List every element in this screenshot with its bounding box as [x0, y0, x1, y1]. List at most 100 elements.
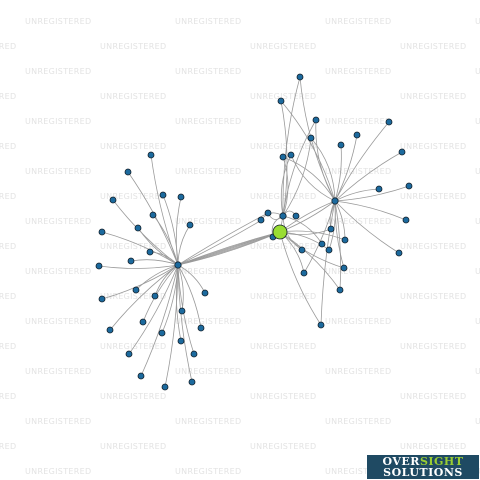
- graph-node: [279, 153, 287, 161]
- watermark-text: UNREGISTERED: [250, 42, 316, 51]
- watermark-text: UNREGISTERED: [25, 367, 91, 376]
- graph-node: [109, 196, 117, 204]
- graph-edge: [164, 264, 179, 388]
- graph-node: [159, 191, 167, 199]
- graph-node: [161, 383, 169, 391]
- graph-node: [201, 289, 209, 297]
- watermark-text: UNREGISTERED: [400, 242, 466, 251]
- graph-edge: [334, 144, 342, 202]
- graph-edge: [177, 264, 193, 383]
- graph-node: [296, 73, 304, 81]
- watermark-text: UNREGISTERED: [100, 292, 166, 301]
- graph-node: [151, 292, 159, 300]
- graph-node: [327, 225, 335, 233]
- watermark-text: UNREGISTERED: [0, 342, 16, 351]
- watermark-text: UNREGISTERED: [400, 142, 466, 151]
- graph-edge: [334, 185, 410, 202]
- graph-edge: [282, 215, 323, 245]
- watermark-text: UNREGISTERED: [100, 342, 166, 351]
- graph-node: [98, 228, 106, 236]
- graph-edge: [98, 264, 179, 269]
- graph-edge: [150, 154, 179, 266]
- graph-node: [317, 321, 325, 329]
- graph-edge: [279, 231, 322, 326]
- watermark-text: UNREGISTERED: [400, 192, 466, 201]
- graph-edge: [334, 200, 345, 269]
- watermark-text: UNREGISTERED: [25, 17, 91, 26]
- graph-node: [398, 148, 406, 156]
- watermark-text: UNREGISTERED: [475, 167, 480, 176]
- watermark-text: UNREGISTERED: [400, 342, 466, 351]
- graph-edge: [137, 227, 179, 266]
- hub-node: [174, 261, 182, 269]
- watermark-text: UNREGISTERED: [100, 42, 166, 51]
- watermark-text: UNREGISTERED: [175, 267, 241, 276]
- watermark-text: UNREGISTERED: [250, 242, 316, 251]
- watermark-text: UNREGISTERED: [0, 292, 16, 301]
- graph-edge: [282, 156, 336, 202]
- hub-node: [279, 212, 287, 220]
- watermark-text: UNREGISTERED: [325, 117, 391, 126]
- graph-node: [127, 257, 135, 265]
- watermark-text: UNREGISTERED: [400, 442, 466, 451]
- watermark-text: UNREGISTERED: [175, 117, 241, 126]
- graph-edge: [334, 121, 390, 202]
- watermark-text: UNREGISTERED: [325, 467, 391, 476]
- watermark-text: UNREGISTERED: [175, 17, 241, 26]
- graph-edge: [101, 264, 179, 300]
- graph-edge: [140, 264, 179, 377]
- graph-node: [277, 97, 285, 105]
- graph-node: [124, 168, 132, 176]
- graph-edge: [130, 259, 179, 266]
- graph-node: [188, 378, 196, 386]
- watermark-text: UNREGISTERED: [325, 317, 391, 326]
- watermark-text: UNREGISTERED: [25, 217, 91, 226]
- watermark-text: UNREGISTERED: [400, 292, 466, 301]
- graph-edge: [334, 134, 358, 202]
- watermark-text: UNREGISTERED: [475, 17, 480, 26]
- graph-node: [287, 151, 295, 159]
- graph-node: [158, 329, 166, 337]
- graph-node: [340, 264, 348, 272]
- watermark-text: UNREGISTERED: [0, 242, 16, 251]
- logo-part-over: OVER: [382, 455, 420, 468]
- watermark-text: UNREGISTERED: [25, 267, 91, 276]
- logo-part-solutions: SOLUTIONS: [383, 466, 463, 479]
- graph-edge: [128, 264, 179, 355]
- graph-node: [134, 224, 142, 232]
- graph-node: [177, 193, 185, 201]
- graph-node: [298, 246, 306, 254]
- graph-edge: [282, 119, 317, 217]
- graph-edge: [334, 188, 380, 202]
- watermark-text: UNREGISTERED: [25, 117, 91, 126]
- graph-node: [264, 209, 272, 217]
- graph-node: [312, 116, 320, 124]
- watermark-text: UNREGISTERED: [250, 142, 316, 151]
- watermark-text: UNREGISTERED: [400, 42, 466, 51]
- graph-node: [147, 151, 155, 159]
- graph-node: [177, 337, 185, 345]
- graph-edge: [175, 196, 182, 266]
- watermark-text: UNREGISTERED: [400, 392, 466, 401]
- graph-edge: [303, 200, 336, 274]
- graph-edge: [315, 119, 336, 202]
- graph-edge: [310, 137, 336, 202]
- watermark-text: UNREGISTERED: [175, 67, 241, 76]
- graph-node: [325, 246, 333, 254]
- watermark-text: UNREGISTERED: [25, 317, 91, 326]
- watermark-text: UNREGISTERED: [0, 92, 16, 101]
- graph-edge: [177, 224, 191, 266]
- watermark-text: UNREGISTERED: [400, 92, 466, 101]
- graph-node: [125, 350, 133, 358]
- graph-node: [149, 211, 157, 219]
- graph-edge: [280, 154, 292, 217]
- hub-node: [331, 197, 339, 205]
- graph-edge: [320, 200, 336, 326]
- watermark-text: UNREGISTERED: [475, 417, 480, 426]
- graph-edge: [334, 200, 400, 254]
- watermark-text: UNREGISTERED: [325, 67, 391, 76]
- watermark-text: UNREGISTERED: [175, 467, 241, 476]
- watermark-text: UNREGISTERED: [25, 467, 91, 476]
- watermark-text: UNREGISTERED: [175, 167, 241, 176]
- watermark-text: UNREGISTERED: [100, 392, 166, 401]
